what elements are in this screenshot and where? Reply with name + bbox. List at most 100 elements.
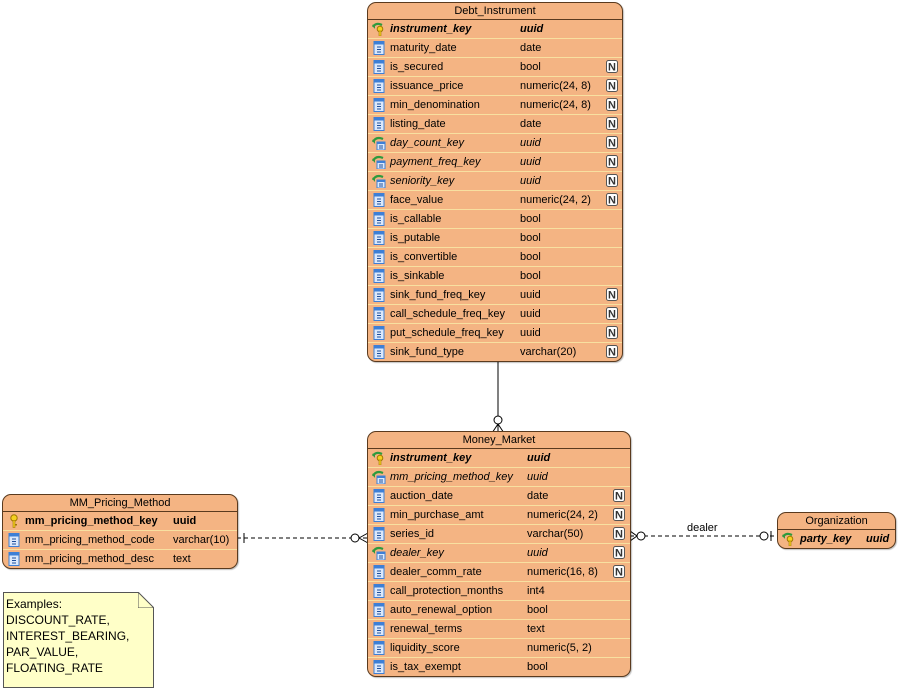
column-type: numeric(16, 8) (527, 566, 598, 578)
column-name: put_schedule_freq_key (390, 327, 504, 339)
relationship-debt-to-money-market[interactable] (491, 348, 505, 434)
column-name: mm_pricing_method_key (390, 471, 513, 483)
column-type: uuid (520, 308, 541, 320)
column-name: min_purchase_amt (390, 509, 484, 521)
entity-title: Organization (778, 513, 895, 530)
crow-foot-bottom (629, 535, 638, 542)
column-type: numeric(5, 2) (527, 642, 592, 654)
column-type: uuid (520, 137, 541, 149)
column-row-dealer-comm-rate[interactable]: dealer_comm_rate numeric(16, 8) N (368, 563, 630, 582)
foreign-key-icon (372, 174, 386, 189)
zero-mark (636, 531, 646, 541)
column-icon (372, 41, 386, 55)
column-icon (372, 193, 386, 207)
column-type: varchar(20) (520, 346, 577, 358)
column-type: numeric(24, 8) (520, 99, 591, 111)
column-name: call_protection_months (390, 585, 504, 597)
nullable-icon: N (606, 98, 618, 112)
column-type: numeric(24, 2) (520, 194, 591, 206)
crow-foot-top (358, 532, 369, 539)
svg-text:N: N (608, 157, 616, 169)
foreign-key-icon (372, 155, 386, 170)
column-type: uuid (520, 175, 541, 187)
column-name: is_putable (390, 232, 441, 244)
column-type: numeric(24, 2) (527, 509, 598, 521)
column-name: is_sinkable (390, 270, 445, 282)
svg-text:N: N (608, 195, 616, 207)
column-name: maturity_date (390, 42, 457, 54)
column-type: date (527, 490, 549, 502)
crow-foot-bottom (358, 537, 369, 544)
column-row-min-purchase-amt[interactable]: min_purchase_amt numeric(24, 2) N (368, 506, 630, 525)
column-icon (372, 660, 386, 674)
nullable-icon: N (613, 508, 625, 522)
column-row-call-protection-months[interactable]: call_protection_months int4 (368, 582, 630, 601)
column-name: instrument_key (390, 452, 472, 464)
relationship-pricing-to-money-market[interactable] (237, 532, 369, 544)
column-name: mm_pricing_method_desc (25, 553, 155, 565)
column-name: is_tax_exempt (390, 661, 461, 673)
svg-text:N: N (615, 529, 623, 541)
crow-foot-top (629, 530, 638, 537)
column-icon (372, 60, 386, 74)
relationship-organization-to-money-market[interactable] (629, 530, 777, 542)
column-type: int4 (527, 585, 545, 597)
entity-title: Debt_Instrument (368, 3, 622, 20)
column-type: uuid (520, 289, 541, 301)
column-type: bool (520, 251, 541, 263)
column-name: dealer_comm_rate (390, 566, 482, 578)
column-name: is_secured (390, 61, 444, 73)
foreign-key-icon (372, 546, 386, 561)
note-pricing-examples[interactable]: Examples: DISCOUNT_RATE, INTEREST_BEARIN… (3, 590, 156, 688)
column-icon (372, 212, 386, 226)
column-type: uuid (173, 515, 197, 527)
column-icon (7, 552, 21, 566)
primary-key-icon (7, 514, 21, 528)
nullable-icon: N (613, 565, 625, 579)
column-name: party_key (800, 533, 852, 545)
column-type: uuid (520, 156, 541, 168)
column-type: bool (520, 213, 541, 225)
svg-text:N: N (608, 62, 616, 74)
column-icon (372, 250, 386, 264)
column-type: date (520, 118, 542, 130)
primary-foreign-key-icon (782, 532, 796, 547)
zero-mark (350, 533, 360, 543)
column-icon (7, 533, 21, 547)
